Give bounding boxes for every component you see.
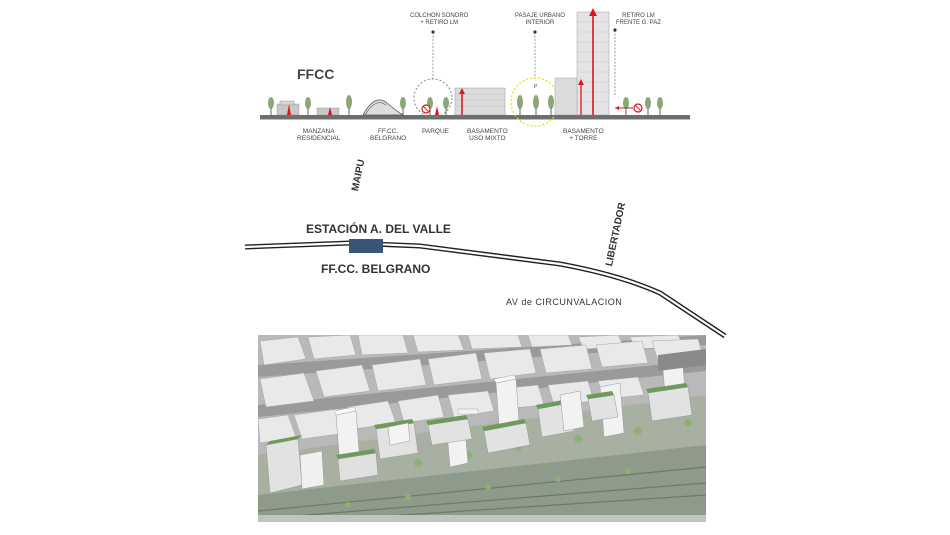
section-drawing: P — [260, 8, 690, 127]
station-label: ESTACIÓN A. DEL VALLE — [306, 222, 451, 236]
ground-line — [260, 115, 690, 119]
train-silhouette — [362, 99, 405, 116]
station-marker — [349, 239, 383, 253]
section-title: FFCC — [297, 66, 335, 82]
zone-parque: PARQUE — [422, 128, 449, 135]
new-buildings — [265, 354, 693, 494]
red-arrow — [328, 107, 332, 115]
red-arrow — [435, 106, 439, 115]
interior-marker: P — [534, 84, 538, 90]
ground-edge — [260, 119, 690, 120]
aerial-render — [258, 335, 706, 522]
railway-label: FF.CC. BELGRANO — [321, 262, 431, 276]
section-diagram: P FFCC COLCHON SONORO+ RETIRO LM PASAJE … — [255, 0, 695, 160]
callout-colchon-sonoro: COLCHON SONORO+ RETIRO LM — [410, 13, 469, 26]
zone-ffcc-belgrano: FF.CC.BELGRANO — [370, 128, 407, 142]
zone-basamento-torre: BASAMENTO+ TORRE — [563, 128, 604, 142]
render-drawing — [258, 335, 706, 522]
residential-block — [279, 100, 295, 106]
avenue-label: AV de CIRCUNVALACION — [506, 297, 623, 307]
tree-row — [268, 95, 663, 115]
red-arrow — [287, 104, 291, 115]
